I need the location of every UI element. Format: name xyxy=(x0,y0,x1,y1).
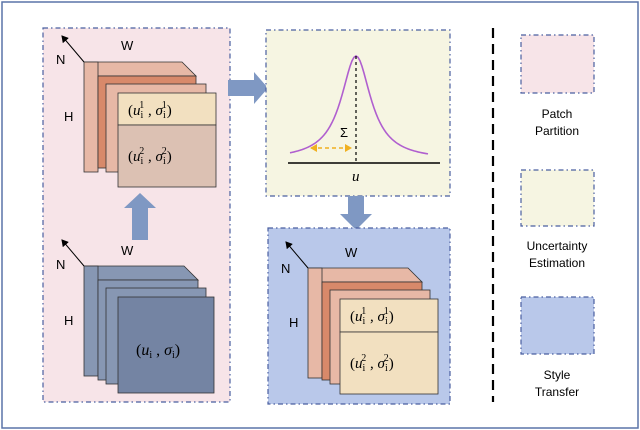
down-flow-arrow xyxy=(340,196,372,230)
formula-base: (ui , σi) xyxy=(136,342,180,361)
u-axis-label: u xyxy=(352,169,360,185)
bottom-label-h: H xyxy=(64,313,73,328)
transfer-stack-top-face xyxy=(307,267,423,283)
top-label-n: N xyxy=(56,52,65,67)
transfer-stack-lower-cell xyxy=(339,331,439,395)
transfer-n-axis xyxy=(285,241,309,269)
top-stack-back-slab-1 xyxy=(83,61,197,77)
transfer-formula-second: (ui2 , σi2) xyxy=(350,353,394,374)
top-stack-back-slab-1-face xyxy=(83,61,99,173)
formula-second: (ui2 , σi2) xyxy=(128,146,172,167)
right-flow-arrow xyxy=(228,72,268,104)
top-n-axis xyxy=(61,35,85,63)
legend-label-style-line1: Style xyxy=(544,368,571,382)
transfer-label-n: N xyxy=(281,261,290,276)
transfer-label-h: H xyxy=(289,315,298,330)
legend-label-uncertainty-line2: Estimation xyxy=(529,256,585,270)
legend-label-uncertainty-line1: Uncertainty xyxy=(527,239,588,253)
bottom-stack-side-face xyxy=(83,265,99,377)
formula-first: (ui1 , σi1) xyxy=(128,100,172,121)
sigma-label: Σ xyxy=(340,125,348,140)
legend-swatch-style-transfer xyxy=(520,296,595,355)
bottom-stack-front xyxy=(117,296,215,394)
transfer-formula-first: (ui1 , σi1) xyxy=(350,306,394,327)
bottom-label-n: N xyxy=(56,257,65,272)
legend-label-style-line2: Transfer xyxy=(535,385,579,399)
transfer-feature-stack xyxy=(307,267,439,395)
legend-label-patch-line2: Partition xyxy=(535,124,579,138)
bottom-n-axis xyxy=(61,239,85,267)
transfer-stack-side-face xyxy=(307,267,323,379)
legend-label-patch-line1: Patch xyxy=(542,107,573,121)
bottom-feature-stack xyxy=(83,265,215,394)
bottom-label-w: W xyxy=(121,243,134,258)
bottom-stack-top-face xyxy=(83,265,199,281)
legend-swatch-patch-partition xyxy=(520,34,595,94)
transfer-label-w: W xyxy=(345,245,358,260)
transfer-stack-upper-cell xyxy=(339,298,439,333)
top-stack-lower-cell xyxy=(117,124,217,188)
legend: Patch Partition Uncertainty Estimation S… xyxy=(520,34,595,399)
top-feature-stack xyxy=(83,61,217,188)
up-flow-arrow xyxy=(124,193,156,240)
top-label-w: W xyxy=(121,38,134,53)
legend-swatch-uncertainty-estimation xyxy=(520,169,595,227)
top-label-h: H xyxy=(64,109,73,124)
